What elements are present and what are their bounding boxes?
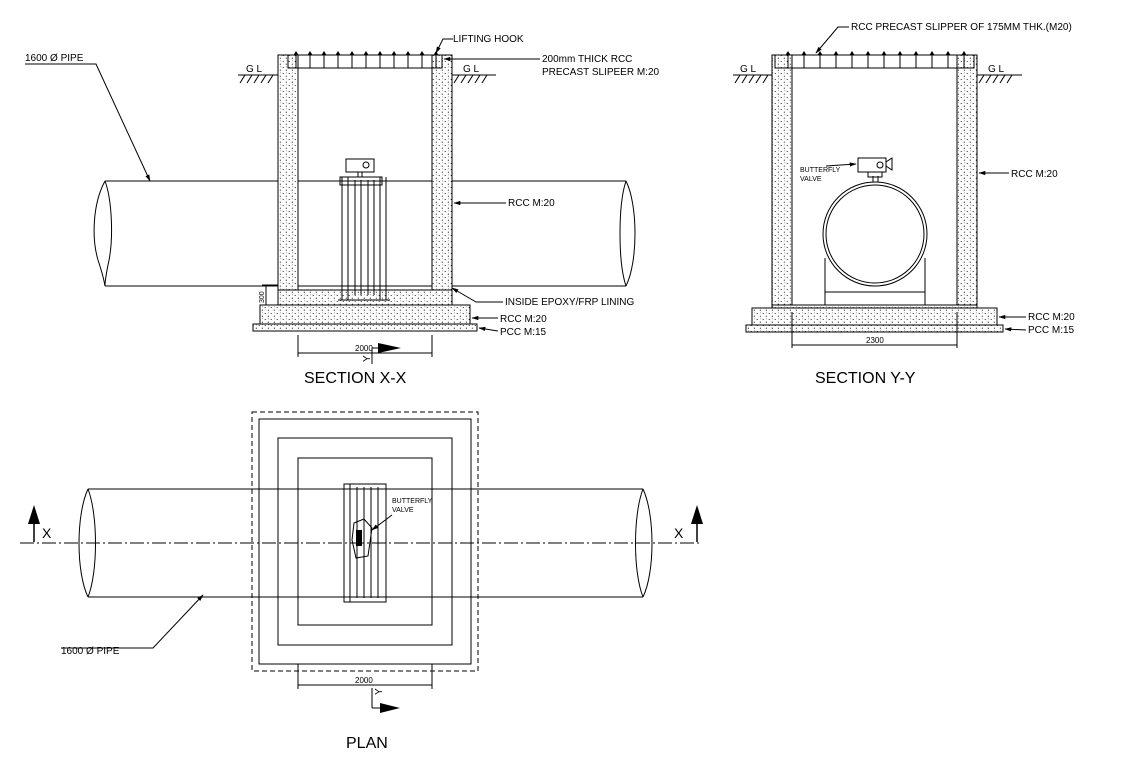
precast-slipper — [287, 54, 443, 69]
lifting-hook-icon — [929, 51, 935, 55]
gl-right-xx: G L — [452, 64, 496, 84]
svg-text:G L: G L — [740, 64, 757, 75]
lifting-hook-icon — [349, 51, 355, 55]
butterfly-valve-plan — [343, 483, 387, 603]
lifting-hook-label: LIFTING HOOK — [453, 34, 524, 45]
lifting-hook-icon — [307, 51, 313, 55]
lifting-hook-icon — [945, 51, 951, 55]
lifting-hook-icon — [897, 51, 903, 55]
lifting-hook-icon — [335, 51, 341, 55]
dim-width-plan: 2000 Y — [297, 664, 433, 713]
slipper-label-yy: RCC PRECAST SLIPPER OF 175MM THK.(M20) — [851, 22, 1072, 33]
floor-slab — [277, 289, 453, 306]
svg-text:G L: G L — [988, 64, 1005, 75]
lifting-hook-icon — [817, 51, 823, 55]
plan-view: BUTTERFLY VALVE X X 1600 Ø PIPE 2000 Y P… — [20, 411, 703, 752]
svg-text:Y: Y — [374, 688, 385, 695]
lifting-hook-icon — [801, 51, 807, 55]
slipper-label-1: 200mm THICK RCC — [542, 54, 632, 65]
lifting-hook-icon — [913, 51, 919, 55]
valve-label-yy-2: VALVE — [800, 176, 822, 183]
lifting-hook-icon — [833, 51, 839, 55]
gl-right-yy: G L — [977, 64, 1022, 84]
pcc-base — [252, 323, 478, 332]
lifting-hook-icon — [881, 51, 887, 55]
lifting-hook-icon — [321, 51, 327, 55]
rcc-base-yy — [751, 307, 998, 326]
base-rcc-label-xx: RCC M:20 — [500, 314, 547, 325]
dim-width-yy: 2300 — [791, 312, 958, 348]
lining-label: INSIDE EPOXY/FRP LINING — [505, 297, 635, 308]
valve-label-yy-1: BUTTERFLY — [800, 167, 841, 174]
left-wall-yy — [771, 54, 793, 309]
svg-text:2300: 2300 — [866, 336, 884, 345]
chamber-yy — [745, 51, 1004, 333]
lifting-hook-icon — [363, 51, 369, 55]
lifting-hook-icon — [293, 51, 299, 55]
svg-text:2000: 2000 — [355, 676, 373, 685]
gl-left-xx: G L — [238, 64, 278, 84]
plan-wall-outer — [277, 437, 453, 646]
svg-text:2000: 2000 — [355, 344, 373, 353]
lifting-hook-icon — [377, 51, 383, 55]
section-yy-title: SECTION Y-Y — [815, 370, 916, 387]
lifting-hook-icon — [391, 51, 397, 55]
svg-text:G L: G L — [463, 64, 480, 75]
pcc-base-yy — [745, 324, 1004, 333]
svg-text:G L: G L — [246, 64, 263, 75]
lifting-hook-icon — [961, 51, 967, 55]
section-yy: BUTTERFLY VALVE G L G L RCC PRECAST SLIP… — [733, 22, 1075, 387]
butterfly-valve-xx — [338, 158, 390, 301]
left-wall — [277, 54, 299, 306]
base-pcc-label-xx: PCC M:15 — [500, 327, 547, 338]
svg-text:X: X — [674, 525, 684, 541]
pipe-end-view — [822, 157, 928, 305]
base-pcc-label-yy: PCC M:15 — [1028, 325, 1075, 336]
svg-text:X: X — [42, 525, 52, 541]
chamber-xx — [252, 51, 478, 332]
lifting-hook-icon — [849, 51, 855, 55]
section-marker-right: X — [674, 505, 703, 542]
precast-slipper-yy — [774, 54, 975, 69]
gl-left-yy: G L — [733, 64, 772, 84]
svg-text:Y: Y — [362, 355, 373, 362]
right-wall-yy — [956, 54, 978, 309]
plan-rcc-outline — [258, 418, 472, 665]
lifting-hook-icon — [785, 51, 791, 55]
pipe-xx — [93, 180, 636, 287]
lifting-hook-icon — [405, 51, 411, 55]
plan-wall-inner — [297, 457, 433, 626]
section-xx: G L G L 1600 Ø PIPE LIFTING HOOK 200mm T… — [25, 34, 660, 387]
pipe-label-plan: 1600 Ø PIPE — [61, 646, 120, 657]
valve-label-plan-2: VALVE — [392, 507, 414, 514]
base-rcc-label-yy: RCC M:20 — [1028, 312, 1075, 323]
dim-width-xx: 2000 Y — [297, 335, 433, 364]
right-wall — [431, 54, 453, 306]
rcc-base — [259, 304, 471, 325]
lifting-hook-icon — [419, 51, 425, 55]
dim-height-xx: 300 — [259, 284, 278, 305]
pipe-label-xx: 1600 Ø PIPE — [25, 53, 84, 64]
valve-label-plan-1: BUTTERFLY — [392, 498, 433, 505]
plan-title: PLAN — [346, 735, 388, 752]
section-xx-title: SECTION X-X — [304, 370, 407, 387]
lifting-hook-icon — [865, 51, 871, 55]
wall-label-yy: RCC M:20 — [1011, 169, 1058, 180]
slipper-label-2: PRECAST SLIPEER M:20 — [542, 67, 660, 78]
plan-outer-dashed — [251, 411, 479, 672]
wall-label-xx: RCC M:20 — [508, 198, 555, 209]
svg-text:300: 300 — [259, 291, 266, 303]
section-marker-left: X — [28, 505, 52, 542]
